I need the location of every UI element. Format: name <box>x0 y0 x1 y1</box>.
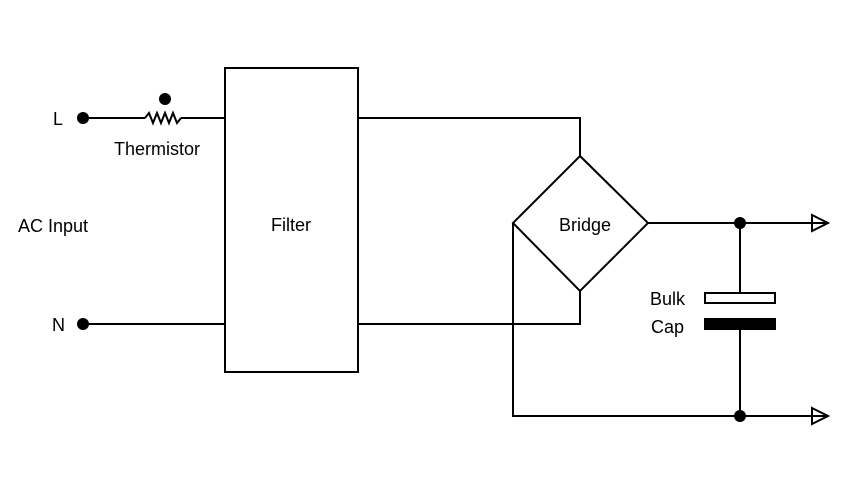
bulk-cap-label-line1: Bulk <box>650 289 686 309</box>
filter-label: Filter <box>271 215 311 235</box>
positive-output-arrow <box>811 213 831 233</box>
line-label: L <box>53 109 63 129</box>
bridge-diamond <box>511 154 650 293</box>
negative-output-arrow <box>811 406 831 426</box>
ac-input-label: AC Input <box>18 216 88 236</box>
capacitor-negative-plate <box>704 318 776 330</box>
bulk-cap-label-line2: Cap <box>651 317 684 337</box>
bridge-label: Bridge <box>559 215 611 235</box>
filter-box <box>224 67 359 373</box>
capacitor-positive-plate <box>704 292 776 304</box>
bridge-negative-output-wire <box>512 223 826 417</box>
neutral-label: N <box>52 315 65 335</box>
thermistor-label: Thermistor <box>114 139 200 159</box>
thermistor-sensor-dot <box>159 93 171 105</box>
filter-to-bridge-bottom-wire <box>358 291 581 325</box>
thermistor-resistor <box>144 110 182 126</box>
filter-to-bridge-top-wire <box>358 117 581 156</box>
